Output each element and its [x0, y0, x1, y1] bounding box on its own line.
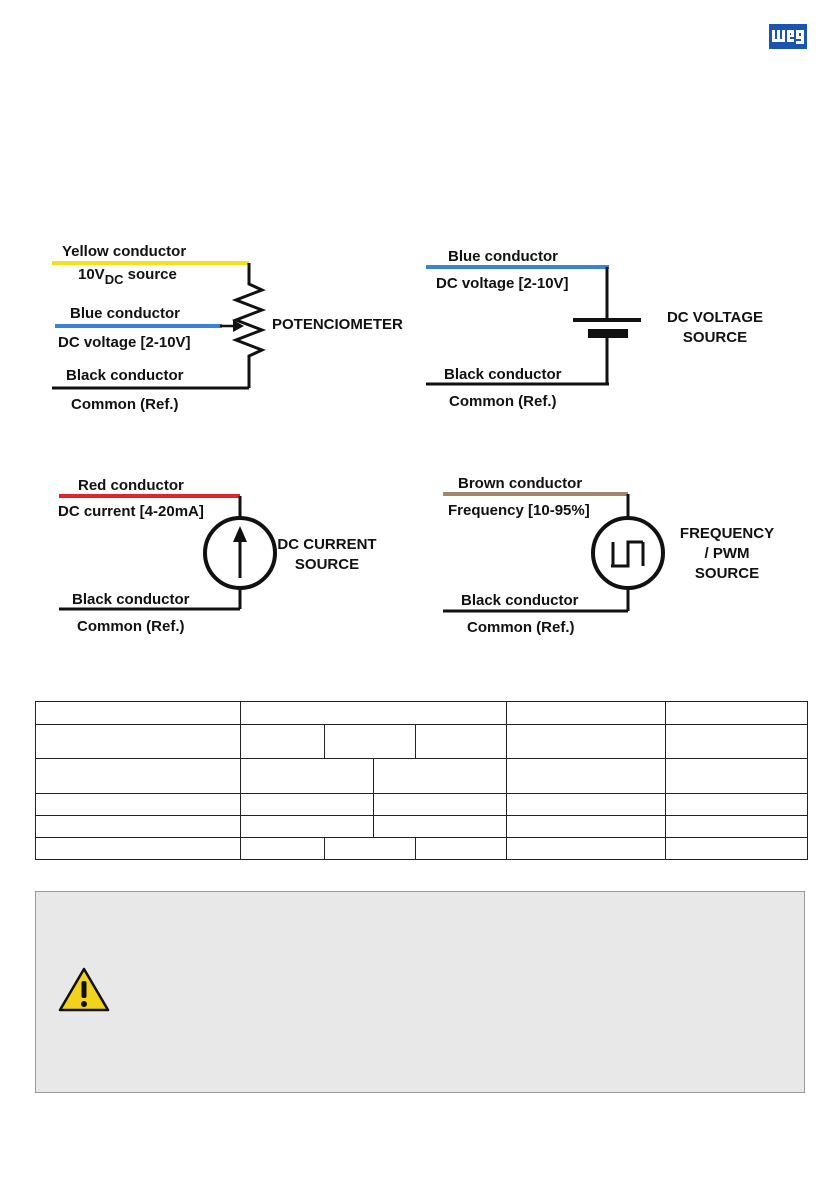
wiper-arrow-icon: [233, 320, 244, 332]
potentiometer-title: POTENCIOMETER: [272, 316, 403, 333]
frequency-title-3: SOURCE: [695, 565, 759, 582]
warning-triangle-icon: [58, 967, 110, 1012]
table-row: [35, 836, 808, 861]
table-cell: [665, 758, 808, 794]
table-cell: [35, 836, 241, 861]
table-cell: [240, 700, 507, 726]
table-cell: [665, 792, 808, 816]
blue-conductor-label: Blue conductor: [448, 248, 558, 265]
battery-plate-short: [588, 329, 628, 338]
table-cell: [35, 724, 241, 760]
table-cell: [506, 700, 666, 726]
table-cell: [35, 792, 241, 816]
table-cell: [35, 814, 241, 838]
weg-logo-icon: [769, 24, 807, 49]
black-conductor-label: Black conductor: [72, 591, 190, 608]
table-cell: [506, 814, 666, 838]
table-cell: [373, 758, 507, 794]
common-label: Common (Ref.): [467, 619, 575, 636]
table-cell: [415, 836, 507, 861]
table-row: [35, 724, 808, 760]
blue-conductor-label: Blue conductor: [70, 305, 180, 322]
table-cell: [240, 814, 374, 838]
dc-voltage-title-2: SOURCE: [683, 329, 747, 346]
current-arrow-icon: [233, 526, 247, 542]
table-cell: [373, 814, 507, 838]
dc-current-title-2: SOURCE: [295, 556, 359, 573]
brown-conductor-label: Brown conductor: [458, 475, 582, 492]
common-label: Common (Ref.): [449, 393, 557, 410]
table-cell: [240, 792, 374, 816]
table-cell: [665, 814, 808, 838]
spec-table: [35, 700, 808, 861]
warning-notice-box: [35, 891, 805, 1093]
potentiometer-diagram: Yellow conductor 10VDC source Blue condu…: [52, 243, 403, 413]
table-cell: [324, 724, 416, 760]
dc-voltage-label: DC voltage [2-10V]: [436, 275, 569, 292]
dc-current-label: DC current [4-20mA]: [58, 503, 204, 520]
table-row: [35, 758, 808, 794]
common-label: Common (Ref.): [77, 618, 185, 635]
table-cell: [665, 724, 808, 760]
yellow-conductor-label: Yellow conductor: [62, 243, 186, 260]
table-cell: [324, 836, 416, 861]
dc-current-diagram: Red conductor DC current [4-20mA] Black …: [58, 477, 377, 635]
frequency-title: FREQUENCY: [680, 525, 774, 542]
table-cell: [35, 758, 241, 794]
frequency-title-2: / PWM: [705, 545, 750, 562]
table-row: [35, 700, 808, 726]
table-cell: [415, 724, 507, 760]
frequency-label: Frequency [10-95%]: [448, 502, 590, 519]
frequency-source-circle: [591, 516, 665, 590]
frequency-diagram: Brown conductor Frequency [10-95%] Black…: [443, 475, 774, 636]
dc-voltage-label: DC voltage [2-10V]: [58, 334, 191, 351]
wiring-diagrams: Yellow conductor 10VDC source Blue condu…: [52, 243, 774, 636]
black-conductor-label: Black conductor: [461, 592, 579, 609]
table-cell: [506, 724, 666, 760]
table-row: [35, 814, 808, 838]
table-row: [35, 792, 808, 816]
common-label: Common (Ref.): [71, 396, 179, 413]
dc-voltage-title: DC VOLTAGE: [667, 309, 763, 326]
table-cell: [240, 724, 325, 760]
table-cell: [506, 758, 666, 794]
table-cell: [240, 758, 374, 794]
square-wave-icon: [611, 540, 643, 568]
resistor-symbol: [231, 263, 267, 388]
table-cell: [240, 836, 325, 861]
black-conductor-label: Black conductor: [66, 367, 184, 384]
table-cell: [373, 792, 507, 816]
supply-label: 10VDC source: [78, 266, 177, 287]
table-cell: [665, 700, 808, 726]
red-conductor-label: Red conductor: [78, 477, 184, 494]
table-cell: [506, 792, 666, 816]
dc-current-title: DC CURRENT: [277, 536, 376, 553]
table-cell: [35, 700, 241, 726]
current-source-circle: [203, 516, 277, 590]
black-conductor-label: Black conductor: [444, 366, 562, 383]
dc-voltage-diagram: Blue conductor DC voltage [2-10V] Black …: [426, 248, 763, 410]
table-cell: [506, 836, 666, 861]
table-cell: [665, 836, 808, 861]
